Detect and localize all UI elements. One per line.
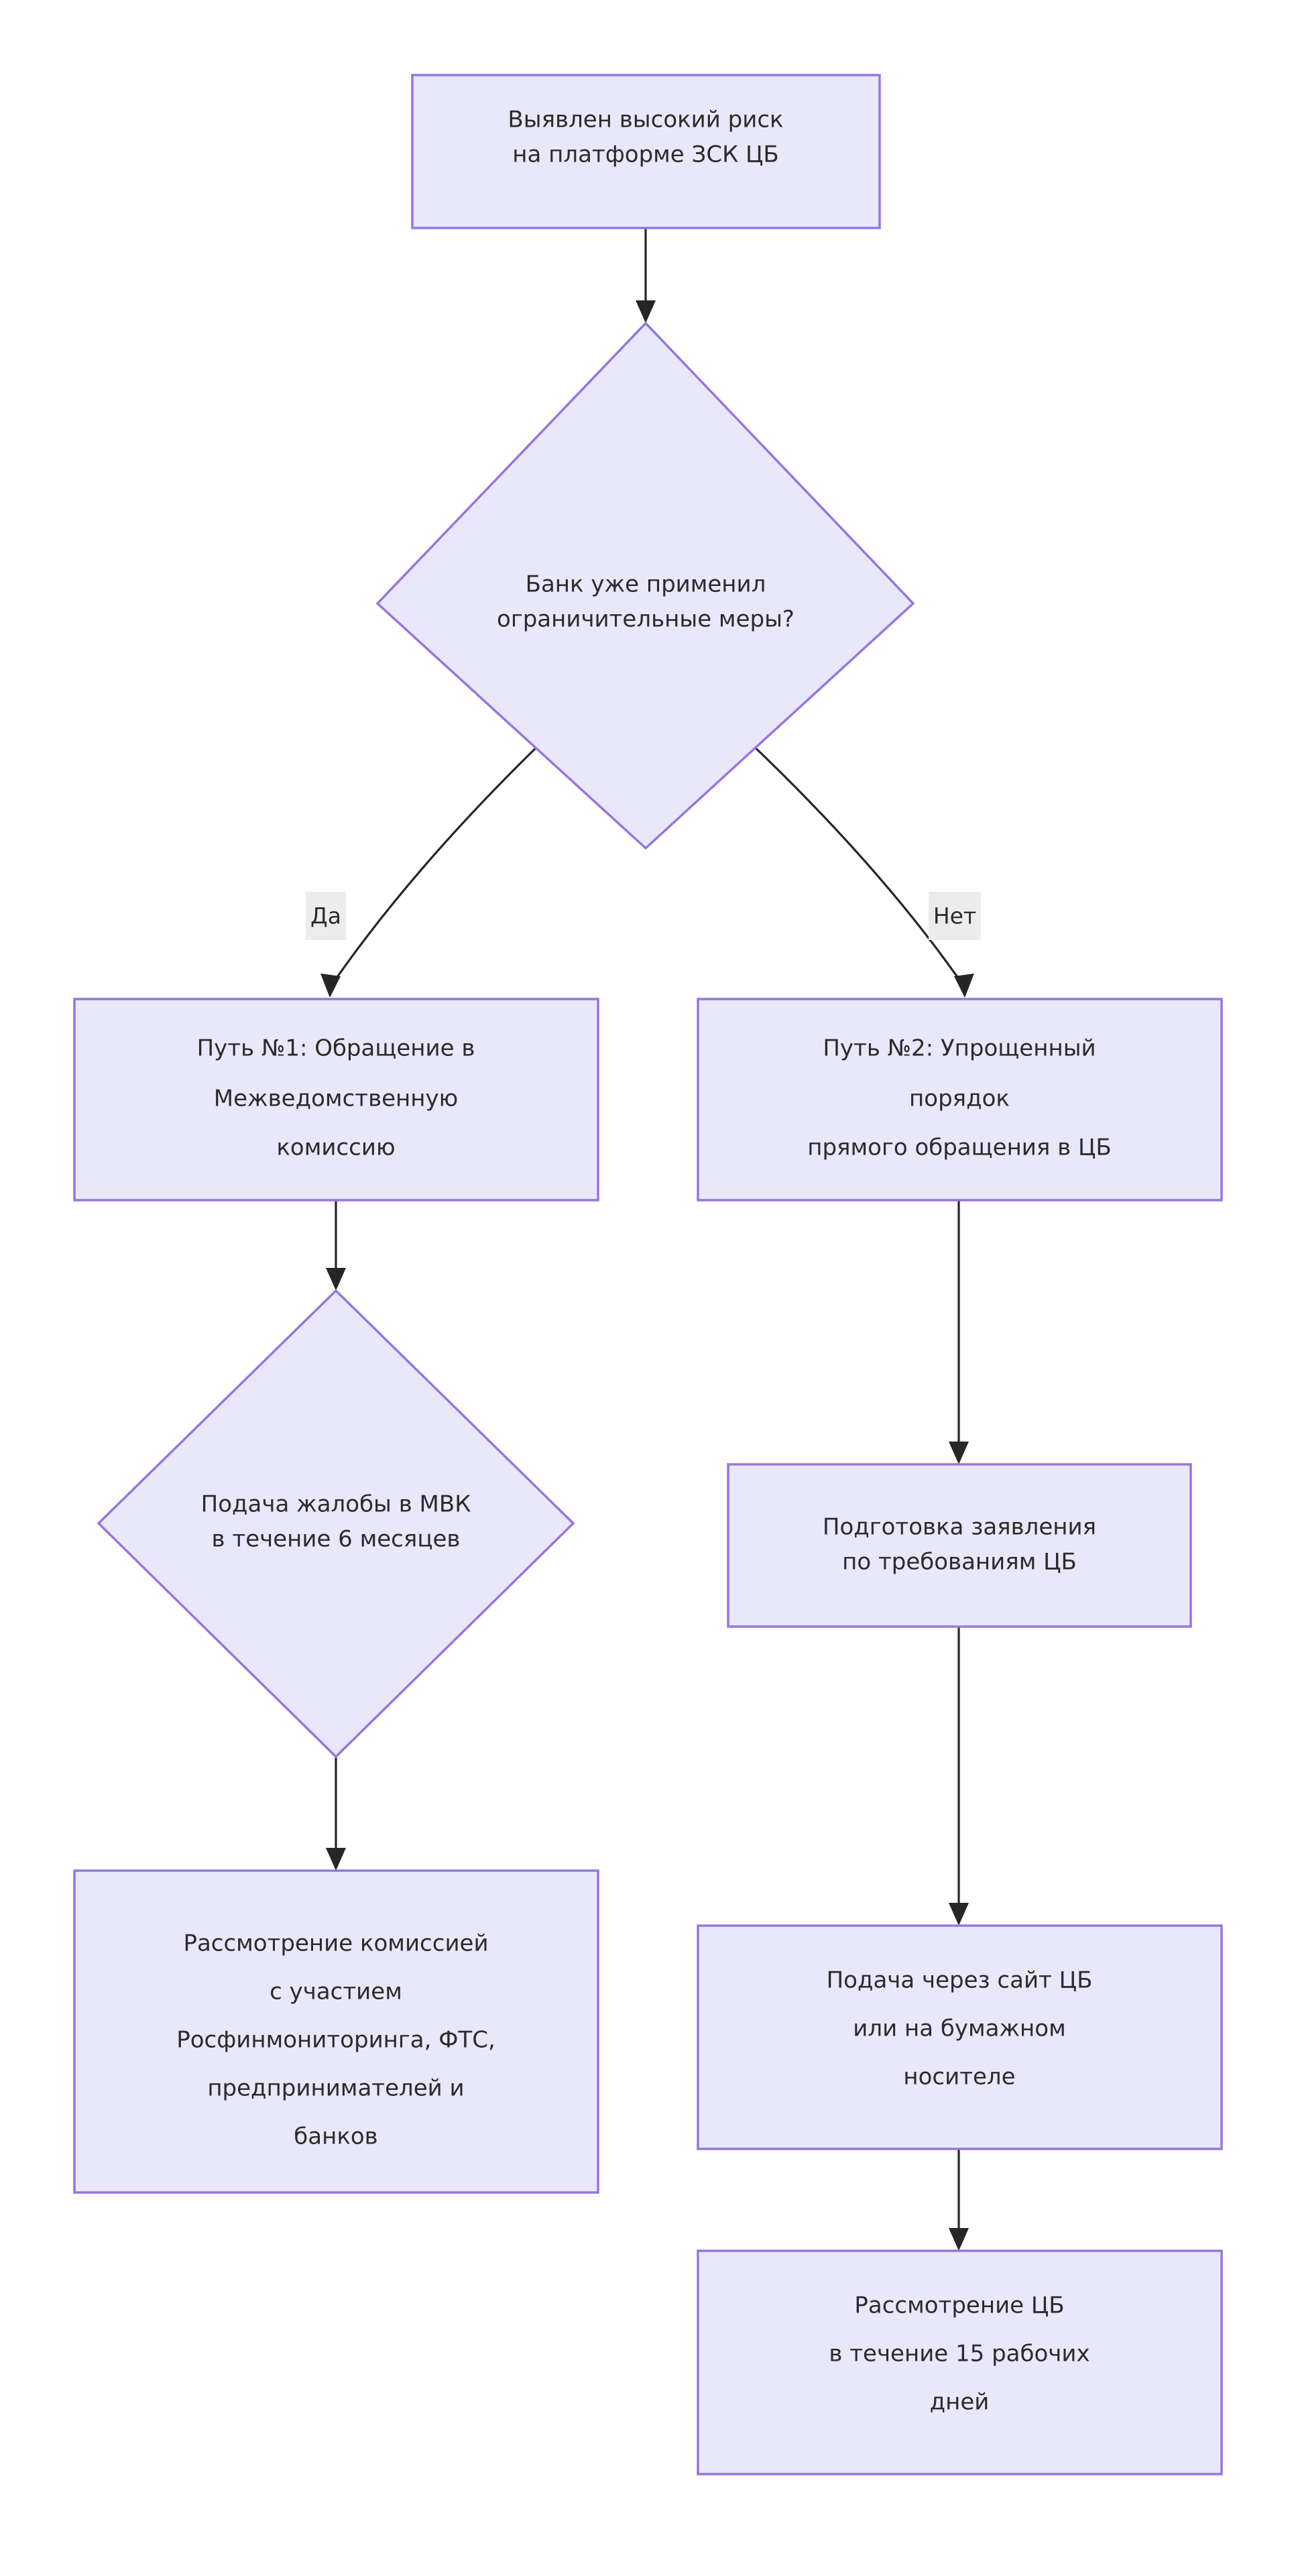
node-label-line: Банк уже применил bbox=[526, 571, 766, 598]
node-submit-cb[interactable]: Подача через сайт ЦБ или на бумажном нос… bbox=[697, 1924, 1223, 2150]
edge-decision-to-path1 bbox=[320, 741, 543, 998]
node-label-line: Подача жалобы в МВК bbox=[201, 1491, 471, 1518]
node-shape-rect bbox=[697, 2249, 1223, 2475]
node-label-line: порядок bbox=[909, 1086, 1010, 1112]
node-shape-rect bbox=[697, 1924, 1223, 2150]
node-shape-rect bbox=[73, 998, 599, 1202]
node-label-line: в течение 6 месяцев bbox=[212, 1526, 461, 1553]
edge-path1-to-complaint bbox=[326, 1200, 346, 1291]
node-label-line: дней bbox=[930, 2389, 990, 2416]
node-label-line: прямого обращения в ЦБ bbox=[807, 1134, 1111, 1161]
edge-label-text: Нет bbox=[933, 903, 976, 929]
edge-complaint-to-commission bbox=[326, 1757, 346, 1871]
node-start[interactable]: Выявлен высокий риск на платформе ЗСК ЦБ bbox=[411, 74, 881, 229]
edge-label-da: Да bbox=[306, 892, 346, 940]
edge-line bbox=[748, 741, 960, 980]
node-complaint-mvk[interactable]: Подача жалобы в МВК в течение 6 месяцев bbox=[97, 1289, 575, 1759]
node-shape-rect bbox=[411, 74, 881, 229]
node-label-line: Межведомственную bbox=[214, 1086, 458, 1112]
arrowhead-icon bbox=[326, 1268, 346, 1291]
node-label-line: Путь №2: Упрощенный bbox=[823, 1035, 1096, 1062]
node-shape-diamond bbox=[97, 1289, 575, 1759]
node-decision-bank-measures[interactable]: Банк уже применил ограничительные меры? bbox=[375, 321, 915, 850]
node-label-line: ограничительные меры? bbox=[497, 606, 794, 633]
node-cb-review[interactable]: Рассмотрение ЦБ в течение 15 рабочих дне… bbox=[697, 2249, 1223, 2475]
node-label-line: Подача через сайт ЦБ bbox=[827, 1967, 1093, 1994]
node-label-line: Рассмотрение ЦБ bbox=[854, 2292, 1064, 2319]
edge-decision-to-path2 bbox=[748, 741, 974, 998]
arrowhead-icon bbox=[636, 300, 656, 323]
arrowhead-icon bbox=[954, 974, 974, 998]
edge-label-text: Да bbox=[310, 903, 341, 929]
node-label-line: с участием bbox=[270, 1979, 402, 2005]
node-label-line: комиссию bbox=[276, 1134, 395, 1161]
node-label-line: Подготовка заявления bbox=[823, 1514, 1096, 1541]
arrowhead-icon bbox=[326, 1848, 346, 1871]
edge-label-net: Нет bbox=[929, 892, 981, 940]
node-label-line: в течение 15 рабочих bbox=[829, 2341, 1089, 2367]
arrowhead-icon bbox=[320, 974, 341, 998]
arrowhead-icon bbox=[949, 2228, 969, 2251]
node-label-line: по требованиям ЦБ bbox=[842, 1549, 1077, 1576]
edge-path2-to-prepare bbox=[949, 1200, 969, 1464]
arrowhead-icon bbox=[949, 1903, 969, 1926]
node-label-line: Росфинмониторинга, ФТС, bbox=[176, 2027, 495, 2054]
node-prepare-application[interactable]: Подготовка заявления по требованиям ЦБ bbox=[727, 1463, 1192, 1628]
edge-submit-to-review bbox=[949, 2149, 969, 2251]
edge-prepare-to-submit bbox=[949, 1627, 969, 1926]
node-label-line: носителе bbox=[903, 2064, 1015, 2091]
node-label-line: или на бумажном bbox=[853, 2015, 1066, 2042]
edge-line bbox=[335, 741, 543, 980]
edge-label-background bbox=[306, 892, 346, 940]
node-shape-rect bbox=[73, 1869, 599, 2194]
node-path1[interactable]: Путь №1: Обращение в Межведомственную ко… bbox=[73, 998, 599, 1202]
node-label-line: Рассмотрение комиссией bbox=[183, 1930, 488, 1957]
node-label-line: предпринимателей и bbox=[207, 2075, 464, 2102]
node-label-line: на платформе ЗСК ЦБ bbox=[512, 141, 779, 168]
node-path2[interactable]: Путь №2: Упрощенный порядок прямого обра… bbox=[697, 998, 1223, 1202]
node-label-line: банков bbox=[294, 2123, 377, 2150]
node-label-line: Выявлен высокий риск bbox=[508, 107, 783, 133]
node-shape-rect bbox=[697, 998, 1223, 1202]
node-label-line: Путь №1: Обращение в bbox=[197, 1035, 475, 1062]
node-shape-rect bbox=[727, 1463, 1192, 1628]
arrowhead-icon bbox=[949, 1442, 969, 1464]
edge-start-to-decision bbox=[636, 229, 656, 323]
node-commission-review[interactable]: Рассмотрение комиссией с участием Росфин… bbox=[73, 1869, 599, 2194]
node-shape-diamond bbox=[375, 321, 915, 850]
edge-label-background bbox=[929, 892, 981, 940]
